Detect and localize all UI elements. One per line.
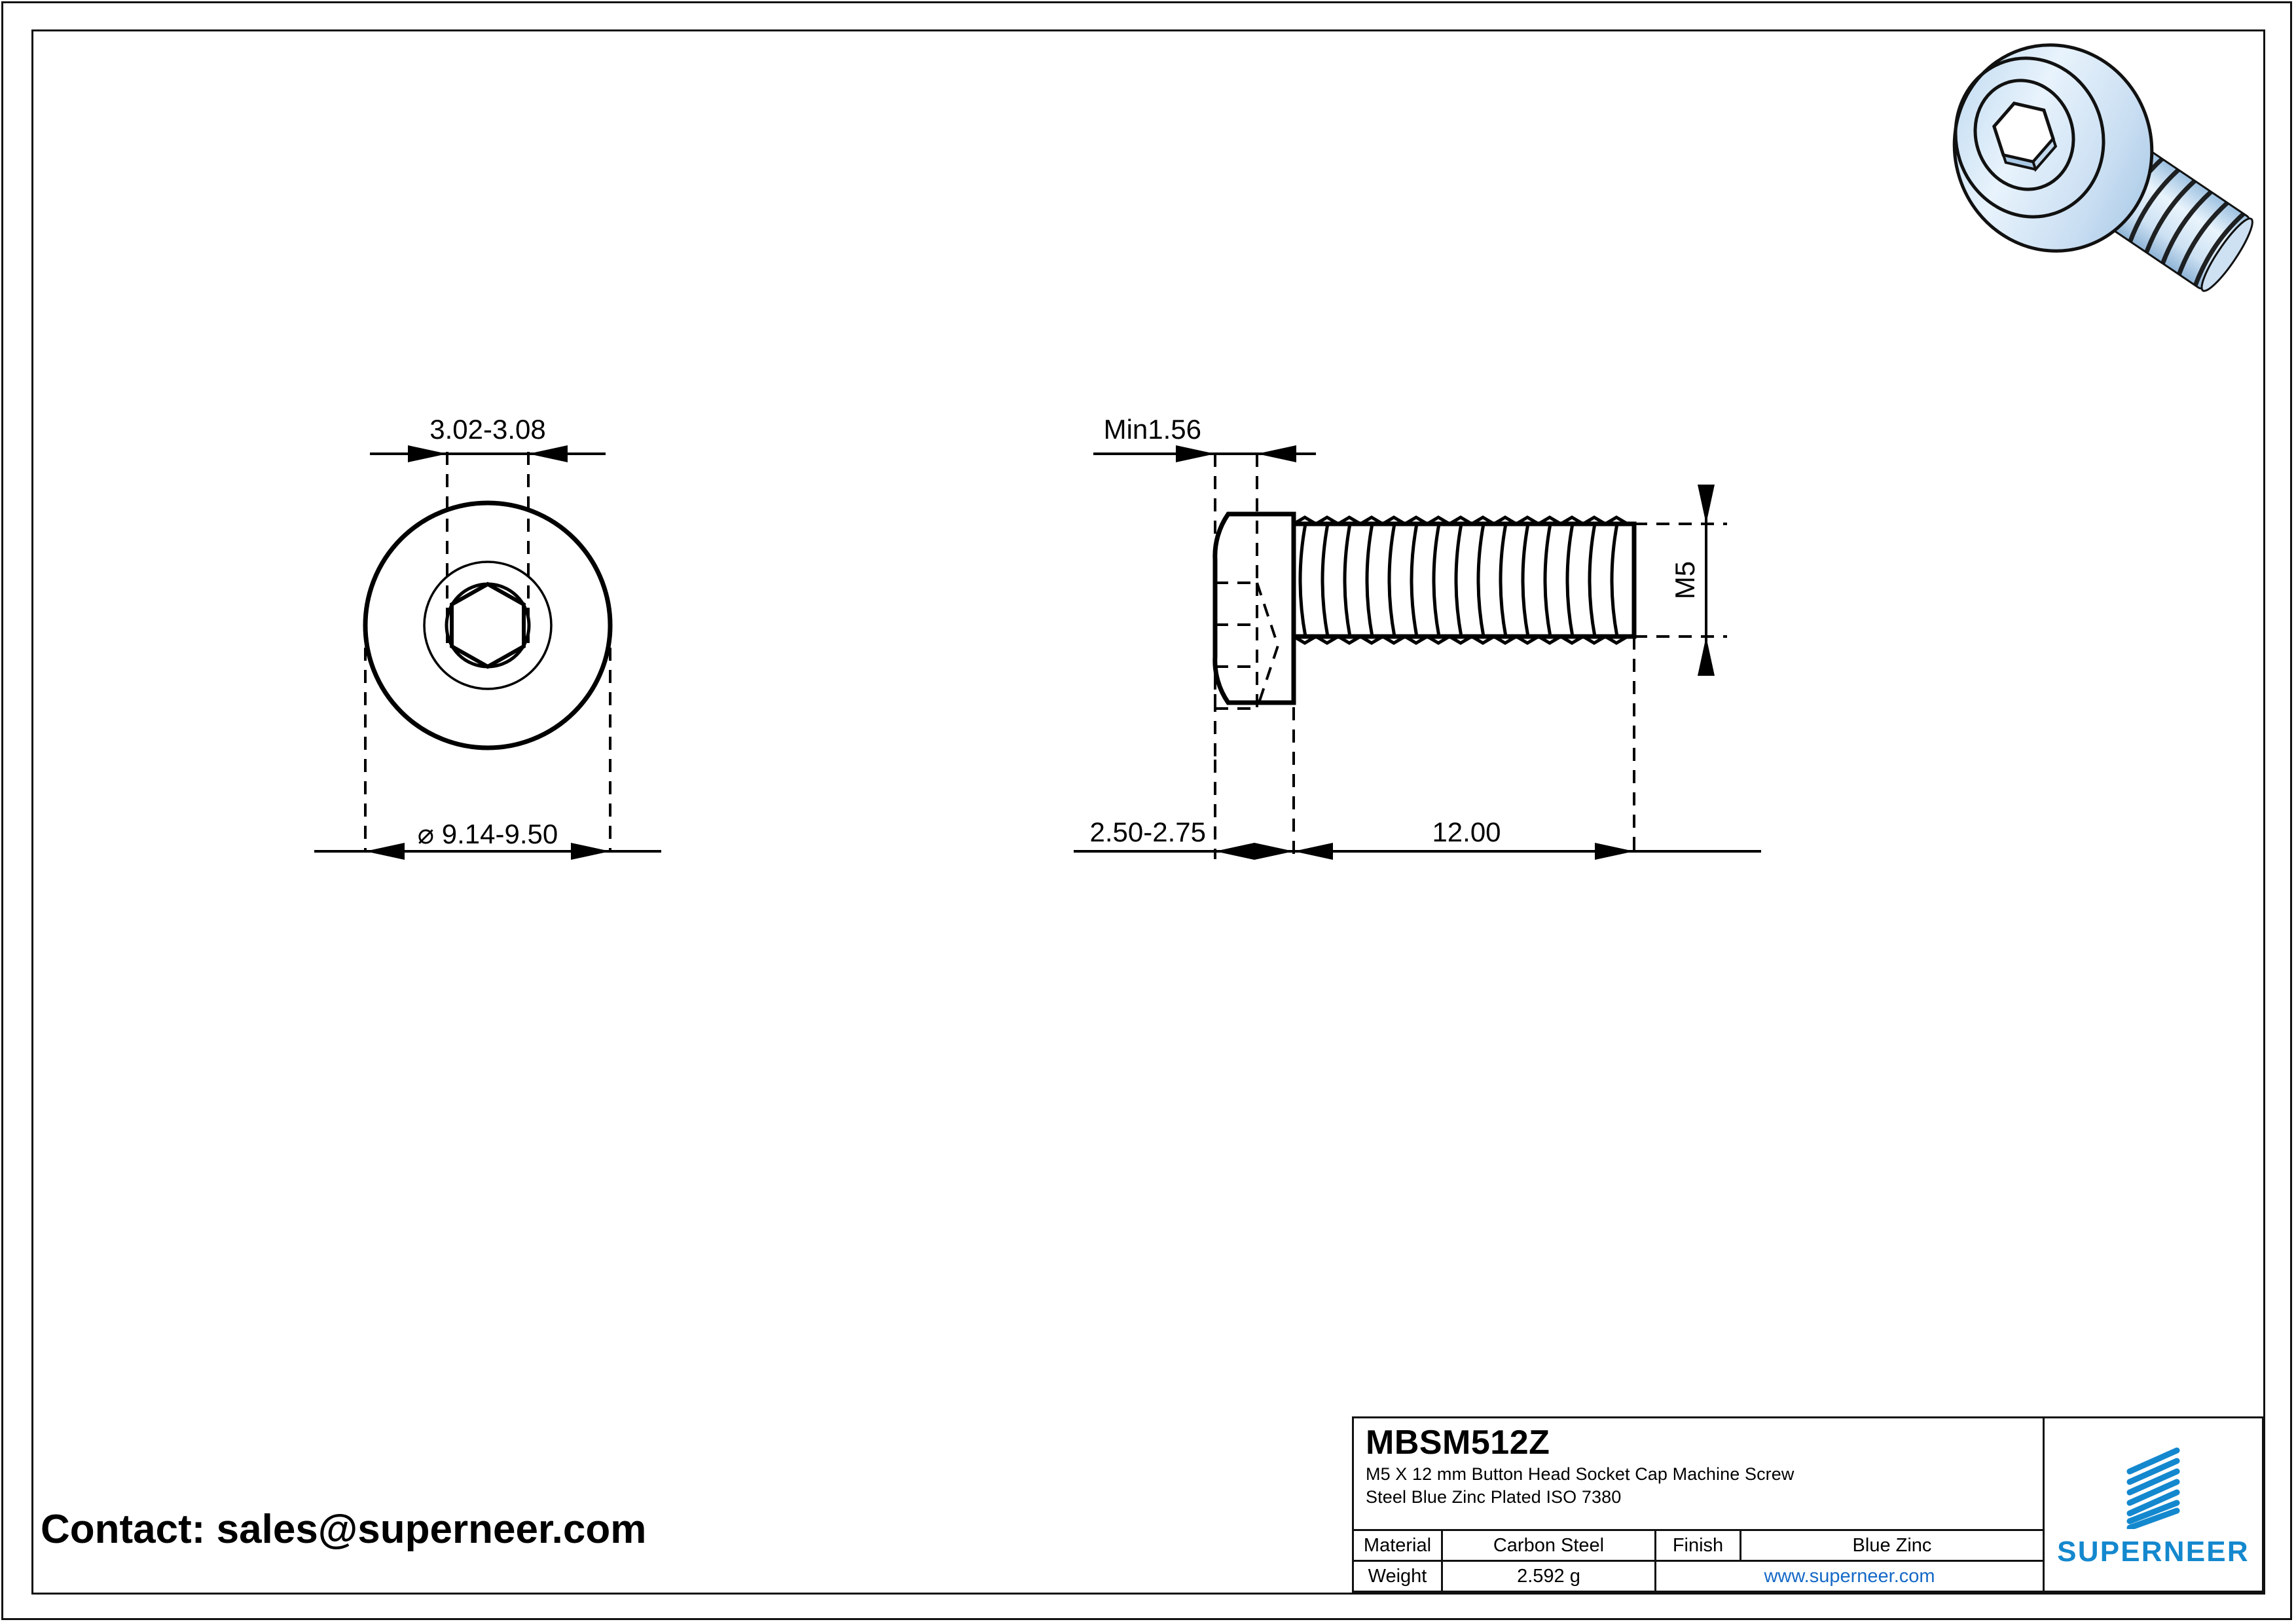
title-block-left: MBSM512Z M5 X 12 mm Button Head Socket C… bbox=[1354, 1418, 2045, 1591]
drawing-frame bbox=[31, 29, 2265, 1595]
dim-socket-across-flats: 3.02-3.08 bbox=[429, 414, 545, 445]
brand-logo-cell: SUPERNEER bbox=[2045, 1418, 2262, 1591]
dim-socket-depth: Min1.56 bbox=[1104, 414, 1201, 445]
material-label: Material bbox=[1354, 1531, 1443, 1560]
title-block-description: MBSM512Z M5 X 12 mm Button Head Socket C… bbox=[1354, 1418, 2043, 1531]
spec-row-weight: Weight 2.592 g www.superneer.com bbox=[1354, 1562, 2043, 1591]
finish-label: Finish bbox=[1656, 1531, 1741, 1560]
title-block-spec-rows: Material Carbon Steel Finish Blue Zinc W… bbox=[1354, 1531, 2043, 1591]
part-description-line-2: Steel Blue Zinc Plated ISO 7380 bbox=[1366, 1487, 1622, 1507]
finish-value: Blue Zinc bbox=[1852, 1534, 1932, 1556]
contact-text: Contact: sales@superneer.com bbox=[41, 1507, 647, 1552]
dim-thread-size: M5 bbox=[1669, 561, 1700, 599]
part-description-line-1: M5 X 12 mm Button Head Socket Cap Machin… bbox=[1366, 1464, 1795, 1484]
front-view: 3.02-3.08 ⌀ 9.14-9.50 bbox=[236, 393, 773, 917]
brand-name: SUPERNEER bbox=[2057, 1535, 2250, 1568]
weight-value: 2.592 g bbox=[1443, 1562, 1656, 1591]
product-3d-render bbox=[1925, 20, 2291, 301]
weight-label: Weight bbox=[1354, 1562, 1443, 1591]
dim-thread-length: 12.00 bbox=[1432, 817, 1501, 847]
website-link[interactable]: www.superneer.com bbox=[1764, 1565, 1935, 1587]
part-number: MBSM512Z bbox=[1366, 1424, 1550, 1462]
side-view: Min1.56 2.50-2.75 12.00 M5 bbox=[1034, 393, 1781, 917]
superneer-logo-icon bbox=[2126, 1447, 2180, 1529]
dim-head-height: 2.50-2.75 bbox=[1090, 817, 1206, 847]
material-value: Carbon Steel bbox=[1443, 1531, 1656, 1560]
dim-head-diameter: ⌀ 9.14-9.50 bbox=[418, 819, 558, 849]
title-block: MBSM512Z M5 X 12 mm Button Head Socket C… bbox=[1352, 1416, 2264, 1593]
spec-row-material: Material Carbon Steel Finish Blue Zinc bbox=[1354, 1531, 2043, 1562]
